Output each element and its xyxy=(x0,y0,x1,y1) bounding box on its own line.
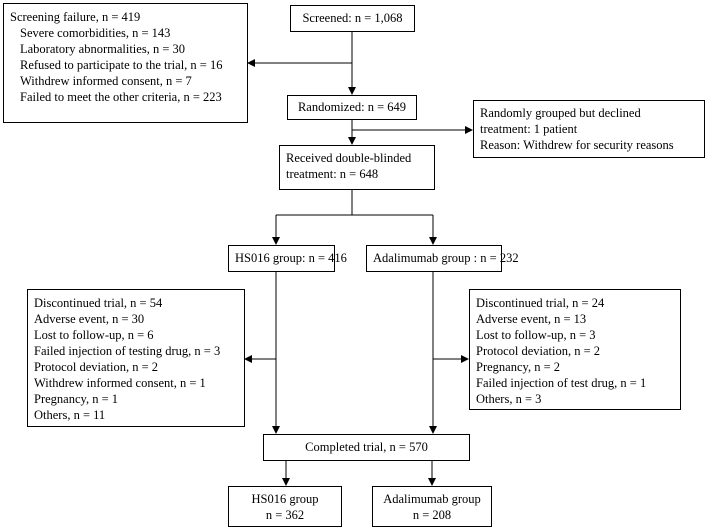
completed-label: Completed trial, n = 570 xyxy=(305,440,428,454)
hs016-discontinued-item: Withdrew informed consent, n = 1 xyxy=(34,376,206,390)
adalimumab-discontinued-item: Pregnancy, n = 2 xyxy=(476,360,560,374)
received-line2: treatment: n = 648 xyxy=(286,167,379,181)
hs016-group-box: HS016 group: n = 416 xyxy=(228,245,347,272)
hs016-discontinued-item: Failed injection of testing drug, n = 3 xyxy=(34,344,221,358)
declined-line3: Reason: Withdrew for security reasons xyxy=(480,138,674,152)
final-hs016-line1: HS016 group xyxy=(251,492,319,506)
screening-failure-title: Screening failure, n = 419 xyxy=(10,10,141,24)
screening-failure-item: Refused to participate to the trial, n =… xyxy=(20,58,223,72)
adalimumab-group-label: Adalimumab group : n = 232 xyxy=(373,251,519,265)
screening-failure-item: Withdrew informed consent, n = 7 xyxy=(20,74,192,88)
declined-line2: treatment: 1 patient xyxy=(480,122,578,136)
hs016-discontinued-item: Lost to follow-up, n = 6 xyxy=(34,328,154,342)
screening-failure-item: Failed to meet the other criteria, n = 2… xyxy=(20,90,222,104)
randomized-label: Randomized: n = 649 xyxy=(297,100,407,114)
screened-label: Screened: n = 1,068 xyxy=(302,11,403,25)
adalimumab-discontinued-item: Others, n = 3 xyxy=(476,392,542,406)
adalimumab-discontinued-item: Adverse event, n = 13 xyxy=(476,312,587,326)
adalimumab-discontinued-item: Lost to follow-up, n = 3 xyxy=(476,328,596,342)
hs016-group-label: HS016 group: n = 416 xyxy=(235,251,347,265)
adalimumab-discontinued-item: Protocol deviation, n = 2 xyxy=(476,344,601,358)
adalimumab-discontinued-item: Failed injection of test drug, n = 1 xyxy=(476,376,647,390)
final-adalimumab-line1: Adalimumab group xyxy=(383,492,481,506)
final-adalimumab-line2: n = 208 xyxy=(412,508,452,522)
hs016-discontinued-box: Discontinued trial, n = 54 Adverse event… xyxy=(27,289,245,427)
hs016-discontinued-item: Adverse event, n = 30 xyxy=(34,312,145,326)
screened-box: Screened: n = 1,068 xyxy=(290,5,415,32)
screening-failure-item: Severe comorbidities, n = 143 xyxy=(20,26,171,40)
hs016-discontinued-item: Others, n = 11 xyxy=(34,408,106,422)
adalimumab-discontinued-item: Discontinued trial, n = 24 xyxy=(476,296,605,310)
received-line1: Received double-blinded xyxy=(286,151,412,165)
hs016-discontinued-item: Pregnancy, n = 1 xyxy=(34,392,118,406)
completed-box: Completed trial, n = 570 xyxy=(263,434,470,461)
received-box: Received double-blinded treatment: n = 6… xyxy=(279,145,435,190)
screening-failure-item: Laboratory abnormalities, n = 30 xyxy=(20,42,185,56)
final-hs016-box: HS016 group n = 362 xyxy=(228,486,342,527)
hs016-discontinued-item: Discontinued trial, n = 54 xyxy=(34,296,163,310)
final-hs016-line2: n = 362 xyxy=(265,508,305,522)
screening-failure-box: Screening failure, n = 419 Severe comorb… xyxy=(3,3,248,123)
adalimumab-group-box: Adalimumab group : n = 232 xyxy=(366,245,519,272)
declined-line1: Randomly grouped but declined xyxy=(480,106,641,120)
adalimumab-discontinued-box: Discontinued trial, n = 24 Adverse event… xyxy=(469,289,681,410)
declined-box: Randomly grouped but declined treatment:… xyxy=(473,100,705,158)
hs016-discontinued-item: Protocol deviation, n = 2 xyxy=(34,360,159,374)
randomized-box: Randomized: n = 649 xyxy=(287,95,417,120)
final-adalimumab-box: Adalimumab group n = 208 xyxy=(372,486,492,527)
